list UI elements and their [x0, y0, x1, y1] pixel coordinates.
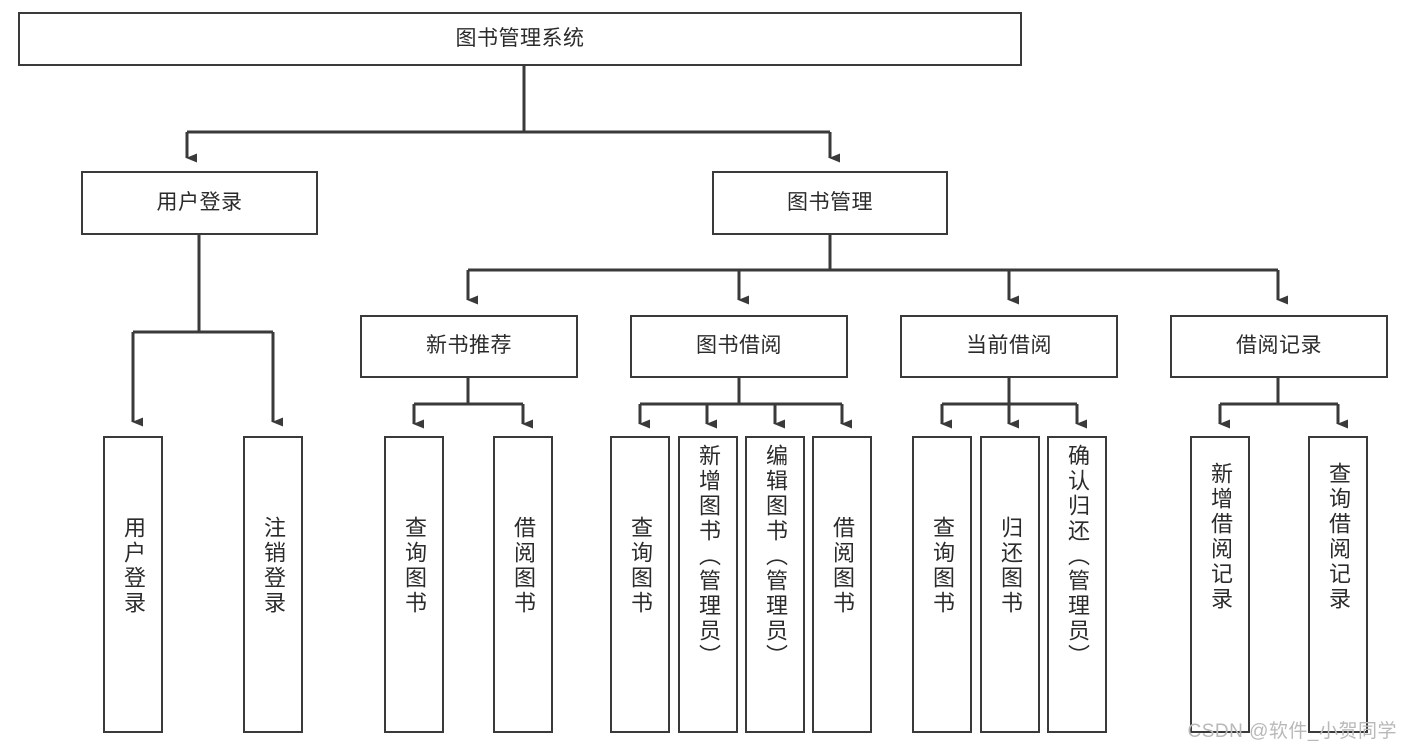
node-leaf-borrow-book-1[interactable]: 借阅图书 [493, 436, 553, 733]
node-book-borrow-label: 图书借阅 [696, 334, 782, 358]
node-leaf-query-record[interactable]: 查询借阅记录 [1308, 436, 1368, 733]
node-leaf-add-record[interactable]: 新增借阅记录 [1190, 436, 1250, 733]
node-leaf-query-book-1-label: 查询图书 [402, 516, 427, 616]
node-leaf-logout-login-label: 注销登录 [261, 516, 286, 616]
node-root[interactable]: 图书管理系统 [18, 12, 1022, 66]
node-leaf-confirm-return[interactable]: 确认归还（管理员） [1047, 436, 1107, 733]
watermark-text: CSDN @软件_小贺同学 [1187, 721, 1397, 742]
node-leaf-user-login-label: 用户登录 [121, 516, 146, 616]
node-leaf-add-book-label: 新增图书（管理员） [696, 444, 721, 669]
node-book-management-label: 图书管理 [787, 190, 873, 214]
node-leaf-return-book-label: 归还图书 [998, 516, 1023, 616]
node-leaf-borrow-book-2-label: 借阅图书 [830, 516, 855, 616]
node-new-book-recommend[interactable]: 新书推荐 [360, 315, 578, 378]
node-leaf-edit-book-label: 编辑图书（管理员） [763, 444, 788, 669]
node-leaf-query-book-1[interactable]: 查询图书 [384, 436, 444, 733]
node-user-login-label: 用户登录 [156, 190, 243, 214]
node-book-management[interactable]: 图书管理 [712, 171, 948, 235]
node-leaf-add-record-label: 新增借阅记录 [1208, 462, 1233, 612]
node-borrow-record-label: 借阅记录 [1236, 334, 1322, 358]
node-root-label: 图书管理系统 [455, 26, 585, 50]
node-leaf-query-book-2-label: 查询图书 [628, 516, 653, 616]
node-leaf-return-book[interactable]: 归还图书 [980, 436, 1040, 733]
node-leaf-query-record-label: 查询借阅记录 [1326, 462, 1351, 612]
node-current-borrow[interactable]: 当前借阅 [900, 315, 1118, 378]
node-leaf-borrow-book-2[interactable]: 借阅图书 [812, 436, 872, 733]
node-user-login[interactable]: 用户登录 [81, 171, 318, 235]
node-leaf-user-login[interactable]: 用户登录 [103, 436, 163, 733]
node-borrow-record[interactable]: 借阅记录 [1170, 315, 1388, 378]
node-new-book-recommend-label: 新书推荐 [426, 334, 512, 358]
node-leaf-edit-book[interactable]: 编辑图书（管理员） [745, 436, 805, 733]
node-leaf-logout-login[interactable]: 注销登录 [243, 436, 303, 733]
node-leaf-borrow-book-1-label: 借阅图书 [511, 516, 536, 616]
node-leaf-confirm-return-label: 确认归还（管理员） [1065, 444, 1090, 669]
node-book-borrow[interactable]: 图书借阅 [630, 315, 848, 378]
node-leaf-query-book-3[interactable]: 查询图书 [912, 436, 972, 733]
node-leaf-query-book-3-label: 查询图书 [930, 516, 955, 616]
node-leaf-query-book-2[interactable]: 查询图书 [610, 436, 670, 733]
node-current-borrow-label: 当前借阅 [966, 334, 1052, 358]
node-leaf-add-book[interactable]: 新增图书（管理员） [678, 436, 738, 733]
